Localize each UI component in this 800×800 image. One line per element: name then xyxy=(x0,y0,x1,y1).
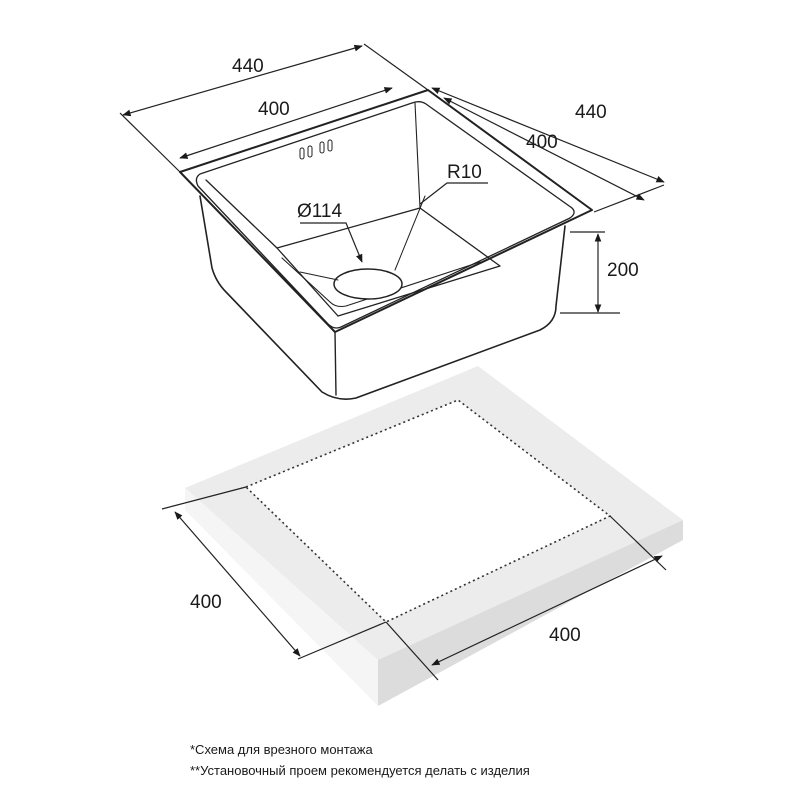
dim-drain-diameter: Ø114 xyxy=(297,201,343,222)
sink-outer-wall xyxy=(199,195,566,400)
countertop xyxy=(185,366,683,706)
dim-corner-radius: R10 xyxy=(447,162,482,183)
drain-hole xyxy=(333,268,403,300)
dim-inner-width: 400 xyxy=(258,99,290,120)
footnote-cutout-recommendation: **Установочный проем рекомендуется делат… xyxy=(190,763,530,778)
dimension-lines xyxy=(119,43,667,681)
overflow-holes xyxy=(299,139,333,160)
dim-height: 200 xyxy=(607,260,639,281)
dim-inner-depth: 400 xyxy=(526,132,558,153)
dim-outer-width: 440 xyxy=(232,56,264,77)
footnote-mounting-scheme: *Схема для врезного монтажа xyxy=(190,742,373,757)
dim-cutout-right: 400 xyxy=(549,625,581,646)
dim-outer-depth: 440 xyxy=(575,102,607,123)
dim-cutout-left: 400 xyxy=(190,592,222,613)
